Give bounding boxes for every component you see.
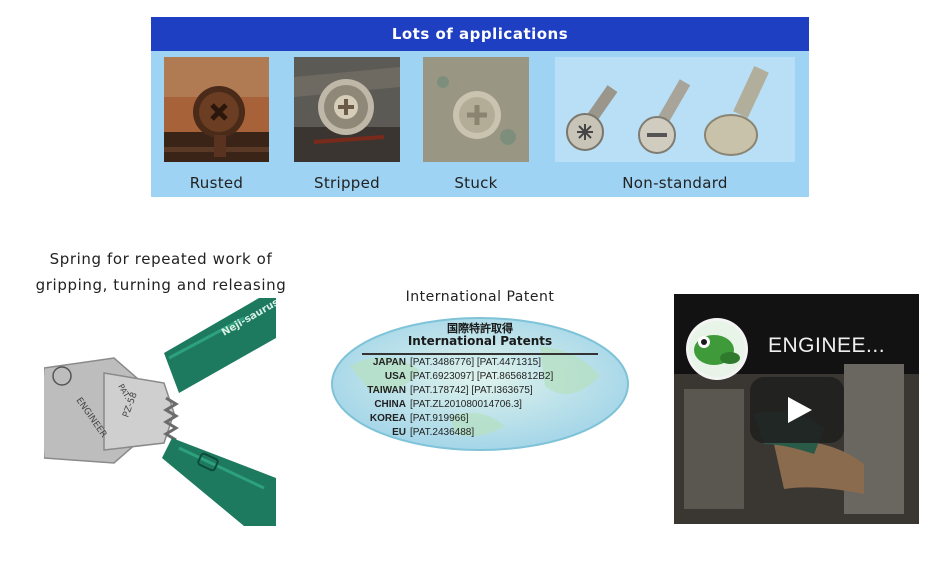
patent-row: KOREA[PAT.919966] [369,413,469,424]
stuck-screw-image [423,57,529,162]
patent-title: International Patent [405,289,555,305]
patent-divider [362,353,598,355]
patent-jp-heading: 国際特許取得 [447,322,513,335]
applications-panel: Lots of applications [151,17,809,197]
non-standard-screws-image [555,57,795,162]
spring-description: Spring for repeated work of gripping, tu… [12,246,310,298]
play-icon [788,397,812,423]
play-button[interactable] [750,377,844,443]
patent-row: TAIWAN[PAT.178742] [PAT.I363675] [367,385,533,396]
applications-title: Lots of applications [151,17,809,51]
stuck-caption: Stuck [454,174,498,192]
pliers-image: ENGINEER PZ-58 PAT. Neji-saurus [41,297,281,526]
patent-row: EU[PAT.2436488] [392,427,475,438]
stripped-caption: Stripped [314,174,380,192]
rusted-screw-image [164,57,269,162]
stripped-screw-image [294,57,400,162]
channel-logo-icon [686,318,748,380]
patent-globe-graphic [331,317,629,451]
patent-list: JAPAN[PAT.3486776] [PAT.4471315] USA[PAT… [352,356,612,440]
video-title: ENGINEE... [768,334,886,357]
spring-description-line1: Spring for repeated work of [49,250,273,268]
patent-row: CHINA[PAT.ZL201080014706.3] [374,399,522,410]
non-standard-caption: Non-standard [622,174,728,192]
rusted-caption: Rusted [189,174,244,192]
video-player[interactable]: ENGINEE... [674,294,919,524]
patent-row: USA[PAT.6923097] [PAT.8656812B2] [384,371,554,382]
spring-description-line2: gripping, turning and releasing [35,276,287,294]
patent-heading: International Patents [407,334,553,348]
patent-row: JAPAN[PAT.3486776] [PAT.4471315] [372,357,542,368]
